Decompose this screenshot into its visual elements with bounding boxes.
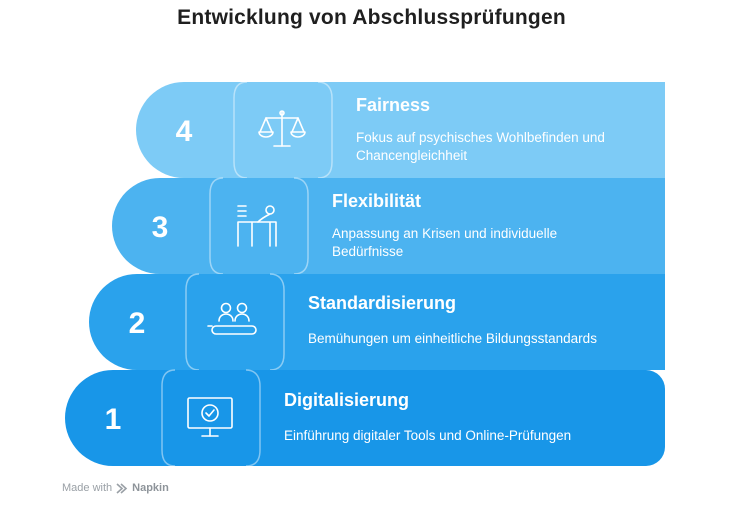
step-4: 4 Fairness Fokus auf psychisches Wohlbef… bbox=[136, 81, 665, 179]
footer-brand: Napkin bbox=[132, 482, 169, 494]
monitor-check-icon bbox=[187, 397, 233, 437]
step-4-divider bbox=[233, 81, 248, 179]
step-4-title: Fairness bbox=[356, 95, 430, 115]
step-3-desc-line-2: Bedürfnisse bbox=[332, 244, 403, 259]
step-4-bar bbox=[136, 82, 665, 178]
step-1: 1 Digitalisierung Einführung digitaler T… bbox=[65, 369, 665, 467]
step-3-desc-line-1: Anpassung an Krisen und individuelle bbox=[332, 226, 557, 241]
diagram-title: Entwicklung von Abschlussprüfungen bbox=[177, 6, 566, 29]
step-3-number: 3 bbox=[152, 211, 169, 244]
people-group-icon bbox=[207, 302, 257, 335]
napkin-logo-icon bbox=[116, 482, 128, 494]
step-3: 3 Flexibilität Anpassung an Krisen und i… bbox=[112, 177, 665, 275]
step-2-desc-line-1: Bemühungen um einheitliche Bildungsstand… bbox=[308, 331, 597, 346]
footer-watermark: Made with Napkin bbox=[62, 482, 169, 494]
step-3-bar bbox=[112, 178, 665, 274]
step-1-desc-line-1: Einführung digitaler Tools und Online-Pr… bbox=[284, 428, 571, 443]
step-2: 2 Standardisierung Bemühungen um einheit… bbox=[89, 273, 665, 371]
step-2-title: Standardisierung bbox=[308, 293, 456, 313]
footer-made-with: Made with bbox=[62, 482, 113, 494]
step-2-bar bbox=[89, 274, 665, 370]
step-1-bar bbox=[65, 370, 665, 466]
step-3-title: Flexibilität bbox=[332, 191, 421, 211]
step-4-desc-line-1: Fokus auf psychisches Wohlbefinden und bbox=[356, 130, 605, 145]
step-1-number: 1 bbox=[105, 403, 122, 436]
step-2-number: 2 bbox=[129, 307, 146, 340]
step-1-title: Digitalisierung bbox=[284, 390, 409, 410]
step-4-number: 4 bbox=[176, 115, 193, 148]
step-4-desc-line-2: Chancengleichheit bbox=[356, 148, 467, 163]
balance-scale-icon bbox=[258, 110, 306, 147]
person-at-desk-icon bbox=[237, 205, 277, 247]
